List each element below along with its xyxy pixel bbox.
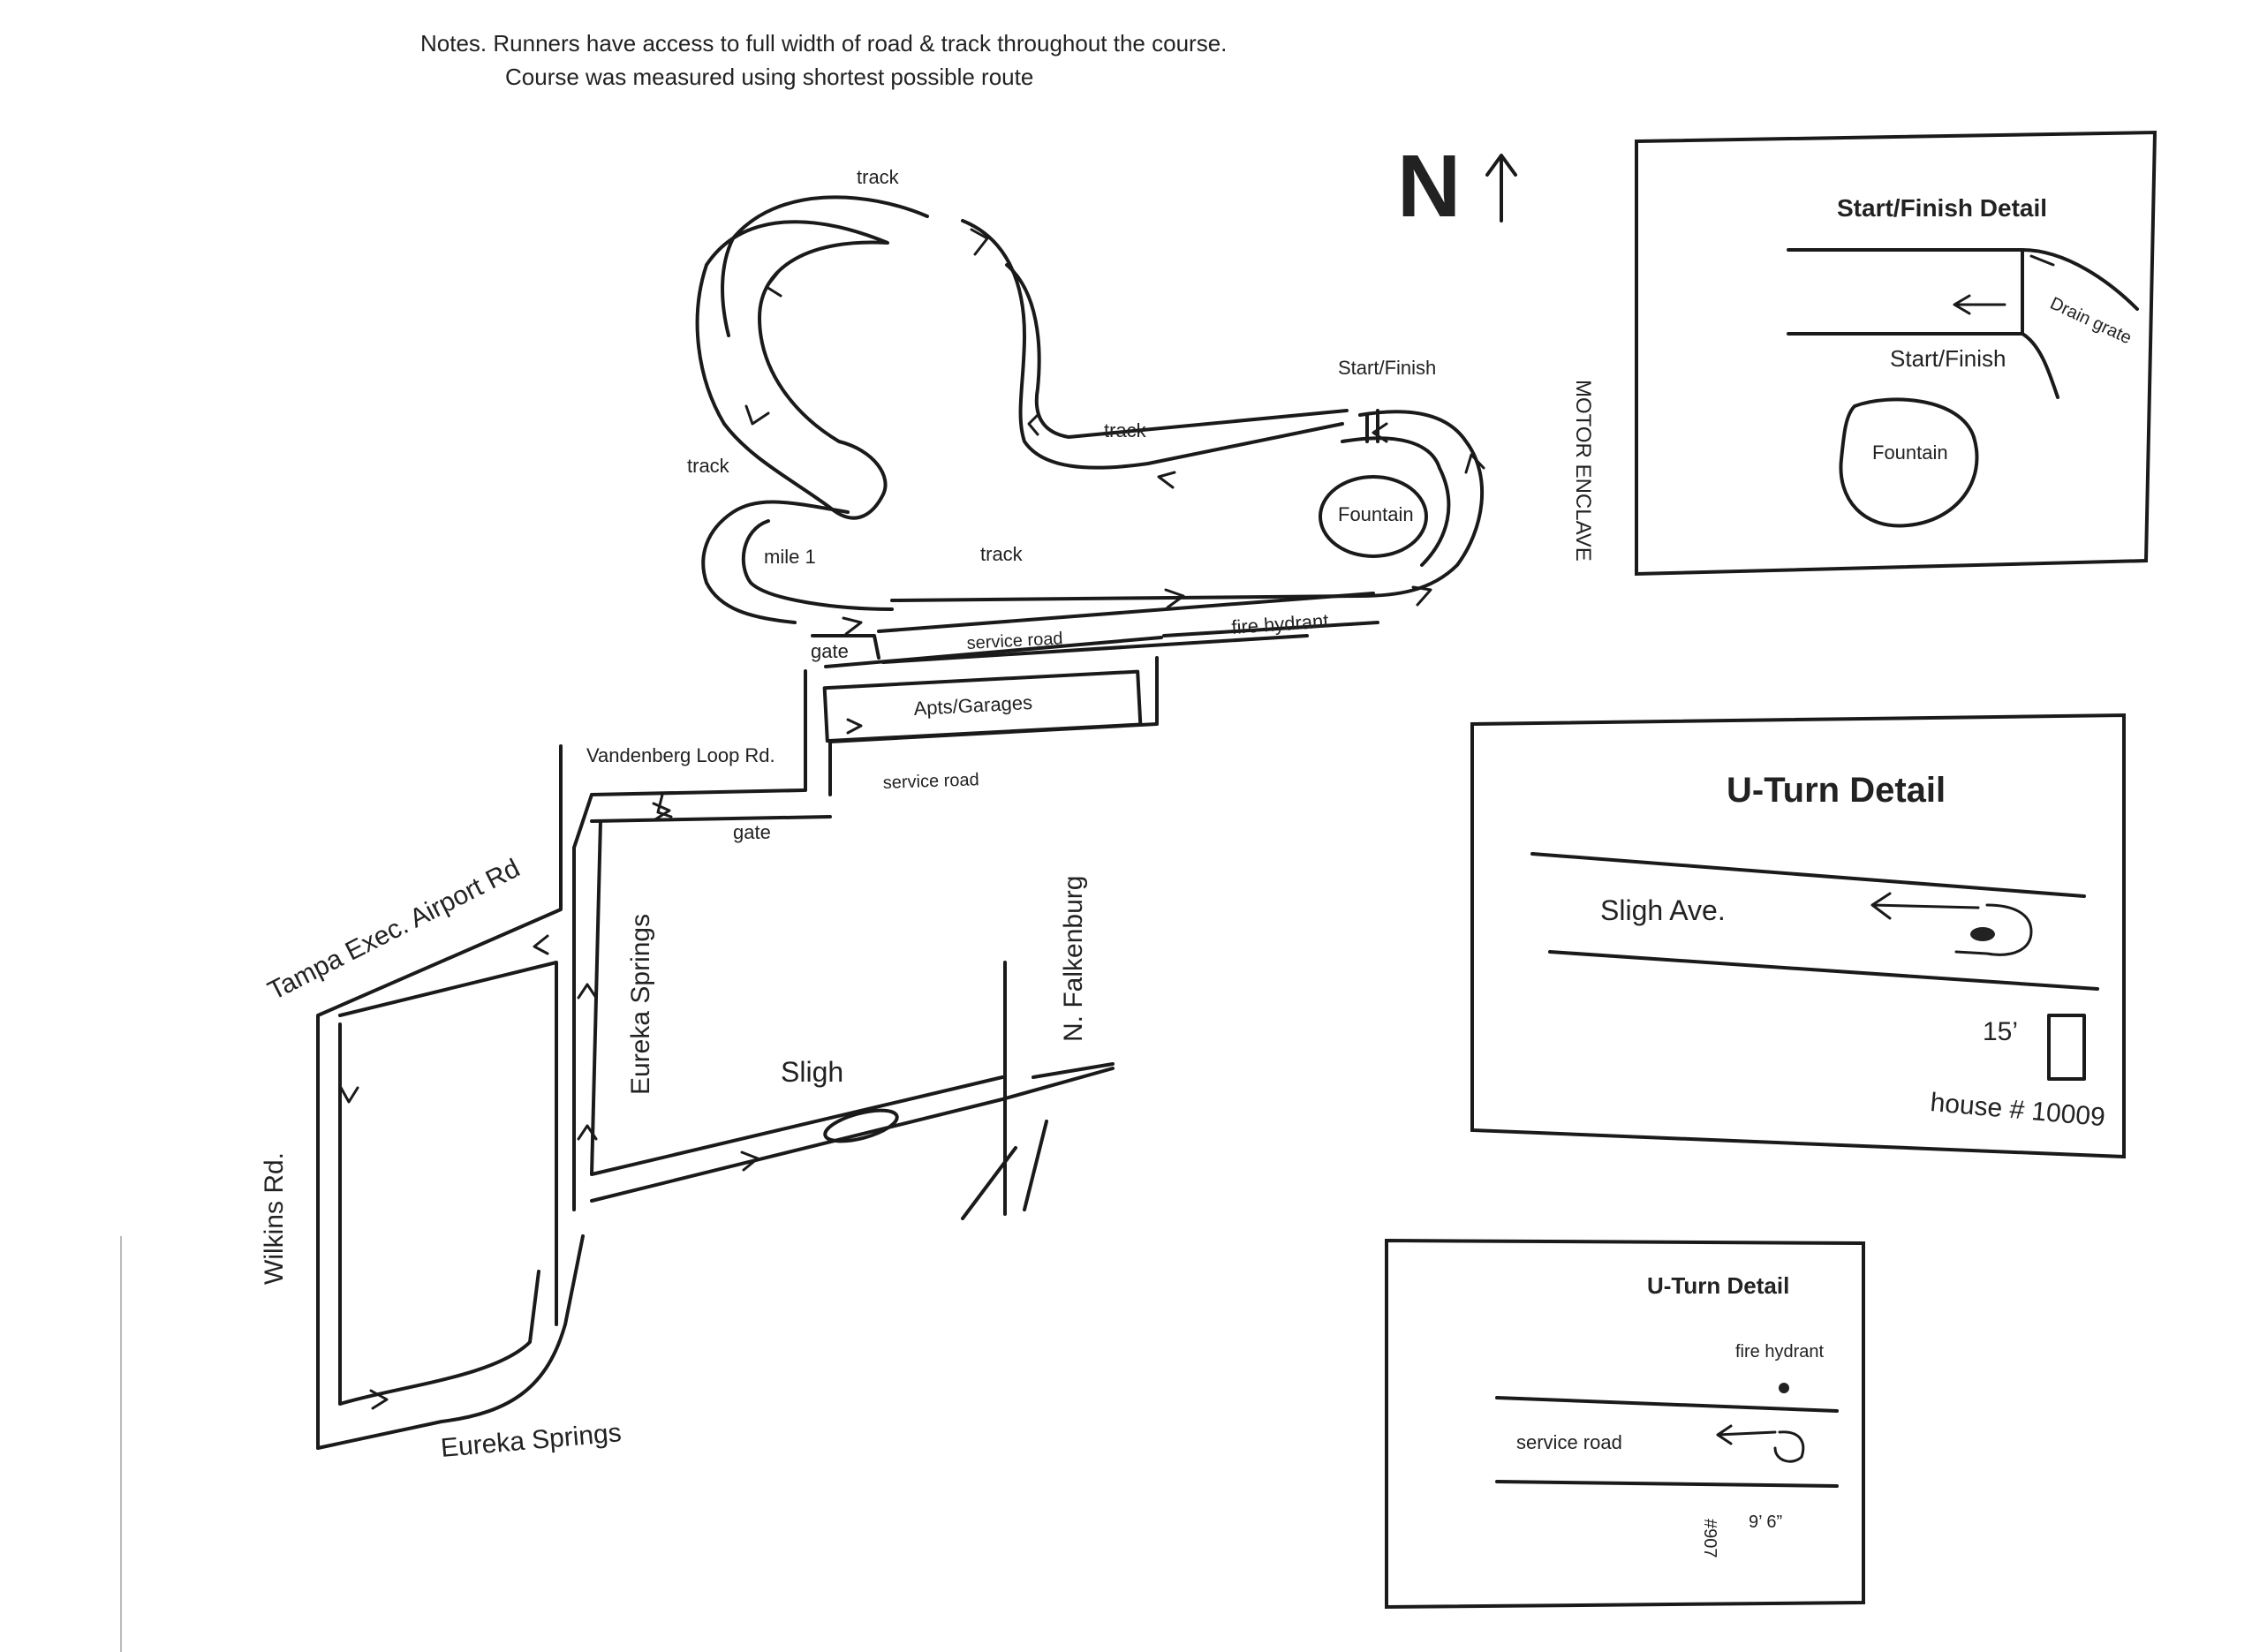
- label-sligh: Sligh: [781, 1056, 843, 1088]
- notes-line-1: Notes. Runners have access to full width…: [420, 30, 1228, 57]
- label-falkenburg: N. Falkenburg: [1059, 876, 1088, 1042]
- direction-arrow-icon: [1157, 471, 1176, 489]
- uturn2-road-label: service road: [1516, 1431, 1622, 1453]
- direction-arrow-icon: [1372, 422, 1388, 443]
- direction-arrow-icon: [842, 616, 863, 636]
- start-detail-title: Start/Finish Detail: [1837, 194, 2047, 222]
- uturn2-hydrant-label: fire hydrant: [1735, 1342, 1824, 1362]
- roads: [316, 744, 1115, 1450]
- uturn-detail-sligh: U-Turn Detail Sligh Ave. 15’ house # 100…: [1470, 713, 2126, 1159]
- direction-arrows: [338, 228, 1485, 1410]
- uturn2-distance: 9’ 6”: [1749, 1512, 1782, 1532]
- label-track-mid: track: [1104, 419, 1147, 441]
- drain-grate-label: Drain grate: [2047, 294, 2135, 349]
- uturn1-house: house # 10009: [1929, 1088, 2106, 1132]
- label-gate-top: gate: [811, 640, 849, 662]
- label-gate-bottom: gate: [733, 821, 771, 843]
- uturn1-marker: [1970, 927, 1995, 941]
- uturn2-house: #907: [1700, 1519, 1719, 1558]
- direction-arrow-icon: [338, 1084, 359, 1104]
- uturn-detail-service-road: U-Turn Detail fire hydrant service road …: [1385, 1238, 1865, 1610]
- start-direction-arrow-icon: [1953, 294, 2006, 315]
- fire-hydrant-icon: [1779, 1383, 1789, 1393]
- uturn1-arrow-icon: [1870, 892, 1980, 920]
- direction-arrow-icon: [846, 718, 863, 735]
- uturn1-distance: 15’: [1983, 1017, 2018, 1046]
- label-track-bottom: track: [980, 543, 1024, 565]
- direction-arrow-icon: [656, 793, 673, 818]
- label-service-road-bottom: service road: [882, 770, 979, 793]
- north-letter: N: [1397, 137, 1461, 236]
- label-mile-1: mile 1: [764, 546, 816, 568]
- direction-arrow-icon: [1027, 413, 1039, 436]
- direction-arrow-icon: [765, 272, 782, 298]
- direction-arrow-icon: [577, 983, 598, 999]
- direction-arrow-icon: [970, 228, 989, 256]
- sligh-uturn-marker: [823, 1108, 899, 1143]
- detail-fountain-shape: [1839, 397, 1979, 528]
- label-track-top: track: [857, 166, 900, 188]
- track-course: [695, 195, 1485, 624]
- direction-arrow-icon: [1464, 453, 1485, 474]
- label-eureka-springs-vertical: Eureka Springs: [626, 914, 655, 1095]
- label-motor-enclave: MOTOR ENCLAVE: [1571, 380, 1595, 562]
- fountain-shape: [1319, 475, 1428, 558]
- start-finish-detail: Start/Finish Detail Drain grate Start/Fi…: [1635, 130, 2158, 577]
- start-detail-label: Start/Finish: [1890, 345, 2006, 372]
- label-wilkins: Wilkins Rd.: [260, 1152, 289, 1285]
- direction-arrow-icon: [744, 404, 770, 426]
- label-eureka-springs-horizontal: Eureka Springs: [440, 1418, 623, 1463]
- direction-arrow-icon: [1164, 588, 1185, 609]
- label-vandenberg: Vandenberg Loop Rd.: [586, 744, 775, 766]
- direction-arrow-icon: [740, 1150, 759, 1172]
- direction-arrow-icon: [369, 1389, 389, 1410]
- service-roads: [804, 592, 1379, 796]
- start-direction-arrow-icon: [2029, 254, 2055, 267]
- label-fire-hydrant: fire hydrant: [1231, 609, 1330, 638]
- direction-arrow-icon: [533, 934, 549, 955]
- north-arrow-icon: N: [1397, 137, 1517, 236]
- label-start-finish: Start/Finish: [1338, 357, 1436, 379]
- notes-line-2: Course was measured using shortest possi…: [505, 64, 1034, 90]
- detail-fountain-label: Fountain: [1872, 441, 1948, 464]
- house-marker: [2047, 1014, 2086, 1081]
- direction-arrow-icon: [652, 802, 671, 821]
- direction-arrow-icon: [1411, 585, 1432, 607]
- uturn2-arrow-icon: [1716, 1424, 1777, 1445]
- uturn2-title: U-Turn Detail: [1647, 1272, 1789, 1299]
- direction-arrow-icon: [577, 1124, 598, 1141]
- label-apts-garages: Apts/Garages: [913, 691, 1033, 720]
- uturn1-title: U-Turn Detail: [1727, 771, 1946, 810]
- uturn1-road-label: Sligh Ave.: [1600, 894, 1726, 926]
- label-service-road-top: service road: [966, 629, 1063, 653]
- label-track-left: track: [687, 455, 730, 477]
- label-fountain: Fountain: [1338, 503, 1414, 525]
- map-labels: track track track track Start/Finish Fou…: [260, 166, 1595, 1463]
